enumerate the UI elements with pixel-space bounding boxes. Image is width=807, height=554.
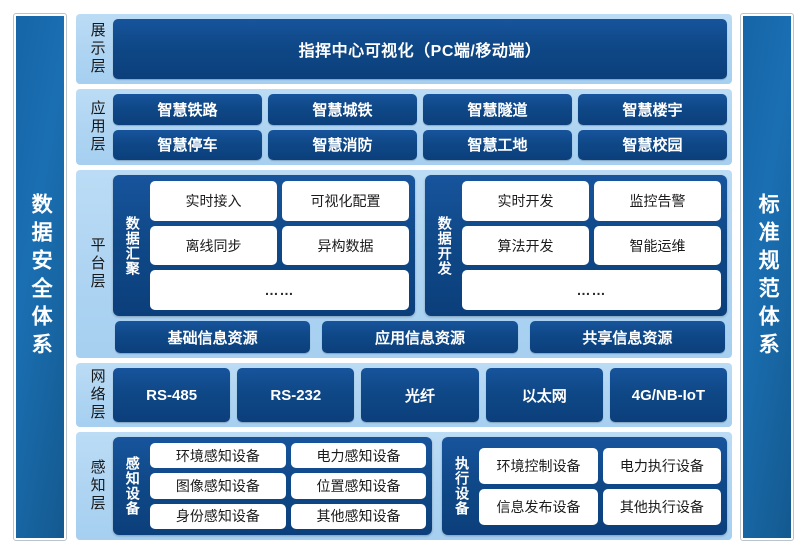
app-item-smart-railway[interactable]: 智慧铁路 [113, 94, 262, 125]
group-data-development: 数据开发 实时开发 监控告警 算法开发 智能运维 [425, 175, 727, 316]
development-row-1: 实时开发 监控告警 [462, 181, 721, 221]
actuating-item-power-execution[interactable]: 电力执行设备 [602, 447, 721, 484]
group-sensing-devices-grid: 环境感知设备 电力感知设备 图像感知设备 位置感知设备 身份感知设备 其他感知设… [150, 443, 427, 529]
layer-display-label: 展示层 [81, 19, 113, 79]
sensing-item-environment[interactable]: 环境感知设备 [150, 443, 286, 469]
development-row-3: …… [462, 270, 721, 311]
network-item-4g-nbiot[interactable]: 4G/NB-IoT [609, 368, 728, 422]
layer-platform-label: 平台层 [81, 175, 113, 353]
group-data-aggregation-label: 数据汇聚 [119, 181, 145, 310]
aggregation-item-ellipsis[interactable]: …… [150, 270, 409, 311]
aggregation-row-2: 离线同步 异构数据 [150, 225, 409, 266]
group-data-aggregation-label-text: 数据汇聚 [124, 215, 141, 276]
layer-application-label: 应用层 [81, 94, 113, 160]
development-item-intelligent-ops[interactable]: 智能运维 [594, 225, 721, 266]
app-item-smart-urban-rail[interactable]: 智慧城铁 [268, 94, 417, 125]
layer-application: 应用层 智慧铁路 智慧城铁 智慧隧道 智慧楼宇 智慧停车 智慧消防 智慧工地 智… [76, 89, 732, 165]
sensing-row-2: 图像感知设备 位置感知设备 [150, 473, 427, 499]
sensing-item-location[interactable]: 位置感知设备 [290, 473, 427, 499]
layer-platform: 平台层 数据汇聚 实时接入 可视化配置 [76, 170, 732, 358]
development-item-monitoring-alarm[interactable]: 监控告警 [594, 181, 721, 221]
aggregation-row-3: …… [150, 270, 409, 311]
group-actuating-devices-grid: 环境控制设备 电力执行设备 信息发布设备 其他执行设备 [479, 443, 721, 529]
sensing-row-1: 环境感知设备 电力感知设备 [150, 443, 427, 469]
aggregation-row-1: 实时接入 可视化配置 [150, 181, 409, 221]
sensing-item-identity[interactable]: 身份感知设备 [150, 503, 286, 529]
layer-network-label: 网络层 [81, 368, 113, 422]
layer-application-body: 智慧铁路 智慧城铁 智慧隧道 智慧楼宇 智慧停车 智慧消防 智慧工地 智慧校园 [113, 94, 727, 160]
app-item-smart-construction-site[interactable]: 智慧工地 [423, 129, 572, 160]
sensing-item-power[interactable]: 电力感知设备 [290, 443, 427, 469]
group-data-development-grid: 实时开发 监控告警 算法开发 智能运维 …… [462, 181, 721, 311]
left-pillar-data-security: 数据安全体系 [13, 13, 67, 541]
layer-network-body: RS-485 RS-232 光纤 以太网 4G/NB-IoT [113, 368, 728, 422]
actuating-item-other[interactable]: 其他执行设备 [602, 488, 721, 525]
aggregation-item-visual-config[interactable]: 可视化配置 [282, 181, 409, 221]
group-sensing-devices-label: 感知设备 [119, 443, 145, 529]
left-pillar-label: 数据安全体系 [29, 193, 53, 361]
platform-groups: 数据汇聚 实时接入 可视化配置 离线同步 异构数据 [113, 175, 727, 316]
group-sensing-devices-label-text: 感知设备 [124, 456, 141, 516]
network-item-rs232[interactable]: RS-232 [237, 368, 355, 422]
app-item-smart-campus[interactable]: 智慧校园 [578, 129, 727, 160]
development-item-algorithm-dev[interactable]: 算法开发 [462, 225, 589, 266]
development-item-realtime-dev[interactable]: 实时开发 [462, 181, 589, 221]
perception-groups: 感知设备 环境感知设备 电力感知设备 图像感知设备 位置感知设备 [113, 437, 727, 535]
development-row-2: 算法开发 智能运维 [462, 225, 721, 266]
aggregation-item-realtime-access[interactable]: 实时接入 [150, 181, 277, 221]
app-item-smart-tunnel[interactable]: 智慧隧道 [423, 94, 572, 125]
network-items: RS-485 RS-232 光纤 以太网 4G/NB-IoT [113, 368, 728, 422]
platform-resources: 基础信息资源 应用信息资源 共享信息资源 [113, 321, 727, 353]
resource-shared-information[interactable]: 共享信息资源 [529, 321, 725, 353]
layer-display-label-text: 展示层 [88, 22, 106, 76]
network-item-optical-fiber[interactable]: 光纤 [361, 368, 479, 422]
app-item-smart-building[interactable]: 智慧楼宇 [578, 94, 727, 125]
layer-platform-label-text: 平台层 [88, 237, 106, 291]
layer-network-label-text: 网络层 [88, 368, 106, 422]
actuating-item-environment-control[interactable]: 环境控制设备 [479, 447, 598, 484]
sensing-item-other[interactable]: 其他感知设备 [290, 503, 427, 529]
layer-network: 网络层 RS-485 RS-232 光纤 以太网 4G/NB-IoT [76, 363, 732, 427]
actuating-row-2: 信息发布设备 其他执行设备 [479, 488, 721, 525]
aggregation-item-offline-sync[interactable]: 离线同步 [150, 225, 277, 266]
display-banner[interactable]: 指挥中心可视化（PC端/移动端） [113, 19, 727, 79]
sensing-item-image[interactable]: 图像感知设备 [150, 473, 286, 499]
layer-display-body: 指挥中心可视化（PC端/移动端） [113, 19, 727, 79]
resource-application-information[interactable]: 应用信息资源 [322, 321, 518, 353]
layer-perception-label-text: 感知层 [88, 459, 106, 513]
layer-platform-body: 数据汇聚 实时接入 可视化配置 离线同步 异构数据 [113, 175, 727, 353]
group-actuating-devices: 执行设备 环境控制设备 电力执行设备 信息发布设备 其他执行设备 [442, 437, 727, 535]
right-pillar-label: 标准规范体系 [756, 193, 780, 361]
layer-perception-label: 感知层 [81, 437, 113, 535]
layer-perception-body: 感知设备 环境感知设备 电力感知设备 图像感知设备 位置感知设备 [113, 437, 727, 535]
network-item-ethernet[interactable]: 以太网 [485, 368, 603, 422]
layer-perception: 感知层 感知设备 环境感知设备 电力感知设备 [76, 432, 732, 540]
group-data-aggregation-grid: 实时接入 可视化配置 离线同步 异构数据 …… [150, 181, 409, 311]
actuating-item-information-release[interactable]: 信息发布设备 [479, 488, 598, 525]
application-row-2: 智慧停车 智慧消防 智慧工地 智慧校园 [113, 129, 727, 160]
sensing-row-3: 身份感知设备 其他感知设备 [150, 503, 427, 529]
layer-application-label-text: 应用层 [88, 100, 106, 154]
resource-basic-information[interactable]: 基础信息资源 [115, 321, 311, 353]
application-row-1: 智慧铁路 智慧城铁 智慧隧道 智慧楼宇 [113, 94, 727, 125]
aggregation-item-heterogeneous-data[interactable]: 异构数据 [282, 225, 409, 266]
development-item-ellipsis[interactable]: …… [462, 270, 721, 311]
app-item-smart-firefighting[interactable]: 智慧消防 [268, 129, 417, 160]
network-item-rs485[interactable]: RS-485 [113, 368, 231, 422]
group-data-development-label-text: 数据开发 [436, 215, 453, 276]
layer-stack: 展示层 指挥中心可视化（PC端/移动端） 应用层 智慧铁路 智慧城铁 智慧隧道 … [76, 14, 732, 540]
group-data-aggregation: 数据汇聚 实时接入 可视化配置 离线同步 异构数据 [113, 175, 415, 316]
group-actuating-devices-label-text: 执行设备 [454, 456, 471, 516]
right-pillar-standards: 标准规范体系 [740, 13, 794, 541]
group-sensing-devices: 感知设备 环境感知设备 电力感知设备 图像感知设备 位置感知设备 [113, 437, 433, 535]
layer-display: 展示层 指挥中心可视化（PC端/移动端） [76, 14, 732, 84]
app-item-smart-parking[interactable]: 智慧停车 [113, 129, 262, 160]
group-actuating-devices-label: 执行设备 [448, 443, 474, 529]
group-data-development-label: 数据开发 [431, 181, 457, 310]
actuating-row-1: 环境控制设备 电力执行设备 [479, 447, 721, 484]
